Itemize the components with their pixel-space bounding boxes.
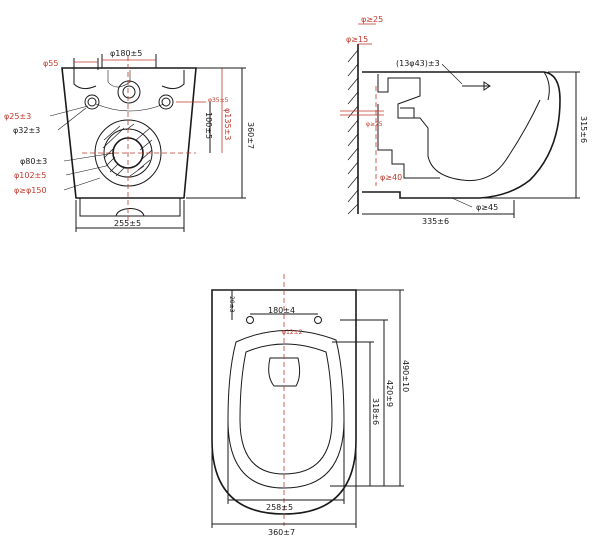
dim-diameter-55: φ55 <box>43 59 58 68</box>
top-drain-opening <box>268 357 301 387</box>
front-body-outline <box>61 67 197 199</box>
side-inner-box <box>400 107 415 119</box>
dim-diameter-25: φ25±3 <box>4 112 31 121</box>
dim-diameter-180: φ180±5 <box>110 49 142 58</box>
top-fix-hole-left <box>246 316 254 324</box>
front-base-notch <box>115 208 145 217</box>
fixing-hole-left-outer <box>84 94 100 110</box>
top-outer-outline <box>211 289 357 515</box>
dim-side-25: φ≥25 <box>361 15 383 24</box>
top-view: 20±3 180±4 φ12±2 318±6 420±9 490±10 258±… <box>211 274 410 537</box>
top-fix-hole-right <box>314 316 322 324</box>
dim-side-45: φ≥45 <box>476 203 498 212</box>
dim-diameter-80: φ80±3 <box>20 157 47 166</box>
dim-side-15: φ≥15 <box>346 35 368 44</box>
dim-top-420: 420±9 <box>385 380 394 407</box>
dim-side-pipe: (13φ43)±3 <box>396 59 440 68</box>
water-inlet-outer <box>117 80 141 104</box>
dim-height-360: 360±7 <box>246 122 255 149</box>
front-view: φ55 φ180±5 φ25±3 φ32±3 φ80±3 φ102±5 φ≥φ1… <box>4 49 255 232</box>
top-bowl-opening <box>239 343 333 475</box>
front-base-outline <box>79 198 181 217</box>
dim-top-d12: φ12±2 <box>282 329 303 336</box>
dim-side-25b: φ≥25 <box>366 121 383 128</box>
side-view: φ≥25 φ≥15 (13φ43)±3 φ≥25 φ≥40 φ≥45 335±6… <box>340 15 588 226</box>
wall-hatch <box>347 49 359 215</box>
fixing-hole-left-inner <box>87 97 97 107</box>
outlet-hatch <box>102 123 153 177</box>
dim-top-180: 180±4 <box>268 306 295 315</box>
fixing-hole-right-inner <box>161 97 171 107</box>
inlet-arrow <box>483 81 491 91</box>
side-inner-lower <box>377 104 440 179</box>
front-inner-left <box>73 70 97 90</box>
dim-top-318: 318±6 <box>371 398 380 425</box>
front-rim-line <box>95 103 165 112</box>
side-trapway <box>377 74 541 182</box>
top-seat-outline <box>227 329 345 489</box>
dim-height-135: φ135±3 <box>223 108 232 140</box>
dim-side-height-315: 315±6 <box>579 116 588 143</box>
dim-height-100: 100±5 <box>204 112 213 139</box>
dim-side-width-335: 335±6 <box>422 217 449 226</box>
water-inlet-inner <box>122 85 136 99</box>
dim-top-20: 20±3 <box>228 296 235 313</box>
front-inlet-recess <box>107 70 131 88</box>
dim-diameter-102: φ102±5 <box>14 171 46 180</box>
dim-top-258: 258±5 <box>266 503 293 512</box>
front-inner-right <box>161 70 185 90</box>
fixing-hole-right-outer <box>158 94 174 110</box>
dim-top-490: 490±10 <box>401 360 410 392</box>
dim-side-40: φ≥40 <box>380 173 402 182</box>
dim-diameter-32: φ32±3 <box>13 126 40 135</box>
dim-width-255: 255±5 <box>114 219 141 228</box>
side-rim-front <box>543 71 550 101</box>
dim-diameter-150: φ≥φ150 <box>14 186 47 195</box>
dim-diameter-35: φ35±5 <box>208 97 229 104</box>
dim-top-360: 360±7 <box>268 528 295 537</box>
side-bowl-outline <box>362 71 561 199</box>
